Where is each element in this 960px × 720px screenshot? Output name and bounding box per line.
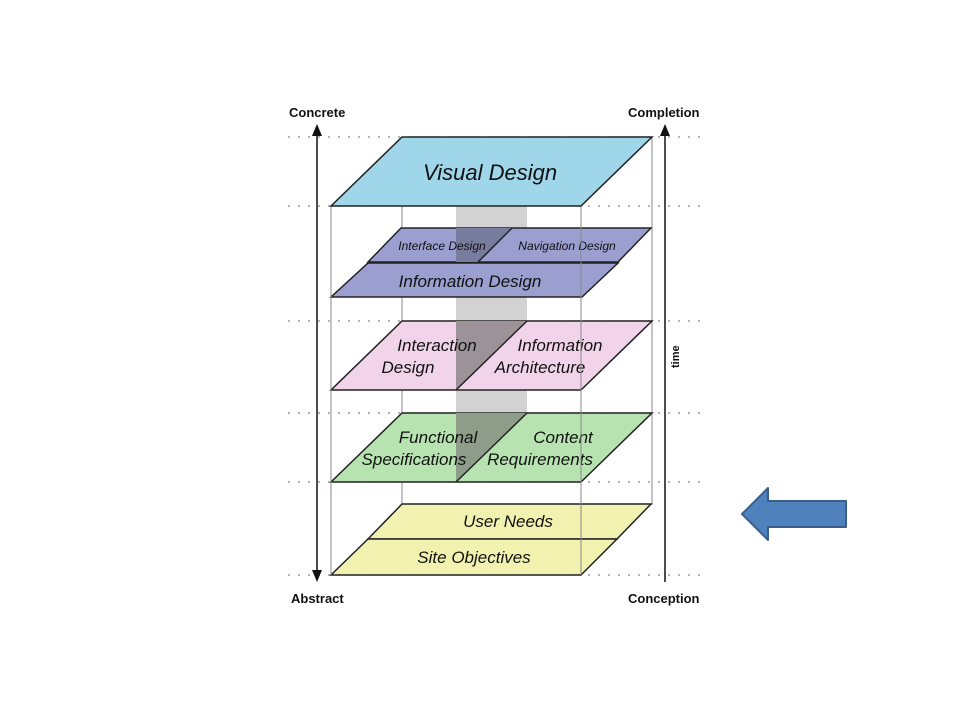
information-design-plane (329, 262, 620, 298)
site-objectives-label: Site Objectives (417, 548, 531, 567)
skeleton-plane: Interface Design Navigation Design Infor… (329, 227, 653, 298)
concrete-abstract-axis (312, 124, 322, 582)
surface-plane: Visual Design (329, 136, 654, 207)
architecture-line1: Architecture (494, 358, 586, 377)
interface-design-label: Interface Design (398, 239, 486, 253)
left-arrow-icon (741, 487, 847, 541)
strategy-plane: User Needs Site Objectives (329, 503, 653, 576)
user-needs-label: User Needs (463, 512, 553, 531)
completion-label: Completion (628, 105, 700, 120)
abstract-label: Abstract (291, 591, 344, 606)
content-line2: Requirements (487, 450, 593, 469)
content-line1: Content (533, 428, 594, 447)
concrete-label: Concrete (289, 105, 345, 120)
scope-plane: Functional Specifications Content Requir… (329, 412, 654, 483)
conception-label: Conception (628, 591, 700, 606)
time-label: time (670, 345, 682, 368)
functional-line1: Functional (399, 428, 479, 447)
structure-plane: Interaction Design Information Architect… (329, 320, 654, 391)
visual-design-label: Visual Design (423, 160, 557, 185)
interaction-line1: Interaction (397, 336, 476, 355)
time-axis (660, 124, 670, 582)
interaction-line2: Design (382, 358, 435, 377)
skeleton-center-shade (456, 228, 512, 262)
navigation-design-label: Navigation Design (518, 239, 616, 253)
information-design-label: Information Design (399, 272, 542, 291)
interface-navigation-plane (366, 227, 653, 263)
frame-front-lines (330, 206, 582, 575)
functional-line2: Specifications (362, 450, 467, 469)
information-line1: Information (517, 336, 602, 355)
